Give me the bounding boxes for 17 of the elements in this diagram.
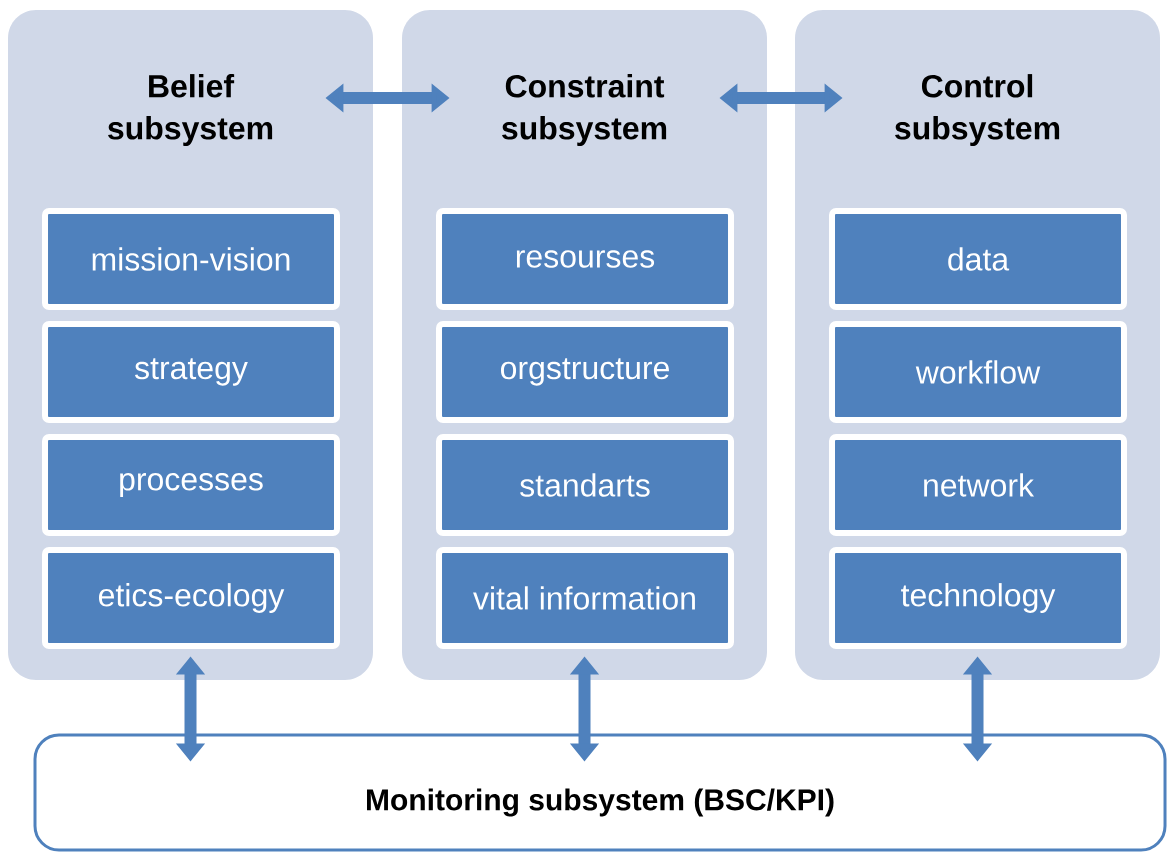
item-box: vital information (436, 547, 734, 649)
monitoring-box (33, 733, 1167, 852)
item-box: resourses (436, 208, 734, 310)
item-box: strategy (42, 321, 340, 423)
item-box: etics-ecology (42, 547, 340, 649)
item-box: network (829, 434, 1127, 536)
item-box: workflow (829, 321, 1127, 423)
item-box: mission-vision (42, 208, 340, 310)
item-box: orgstructure (436, 321, 734, 423)
item-box: data (829, 208, 1127, 310)
item-box: standarts (436, 434, 734, 536)
panel-heading: Belief subsystem (108, 74, 273, 146)
monitoring-title: Monitoring subsystem (BSC/KPI) (367, 788, 834, 817)
item-box: technology (829, 547, 1127, 649)
panel-heading: Constraint subsystem (502, 74, 667, 146)
item-box: processes (42, 434, 340, 536)
panel-heading: Control subsystem (895, 74, 1060, 146)
